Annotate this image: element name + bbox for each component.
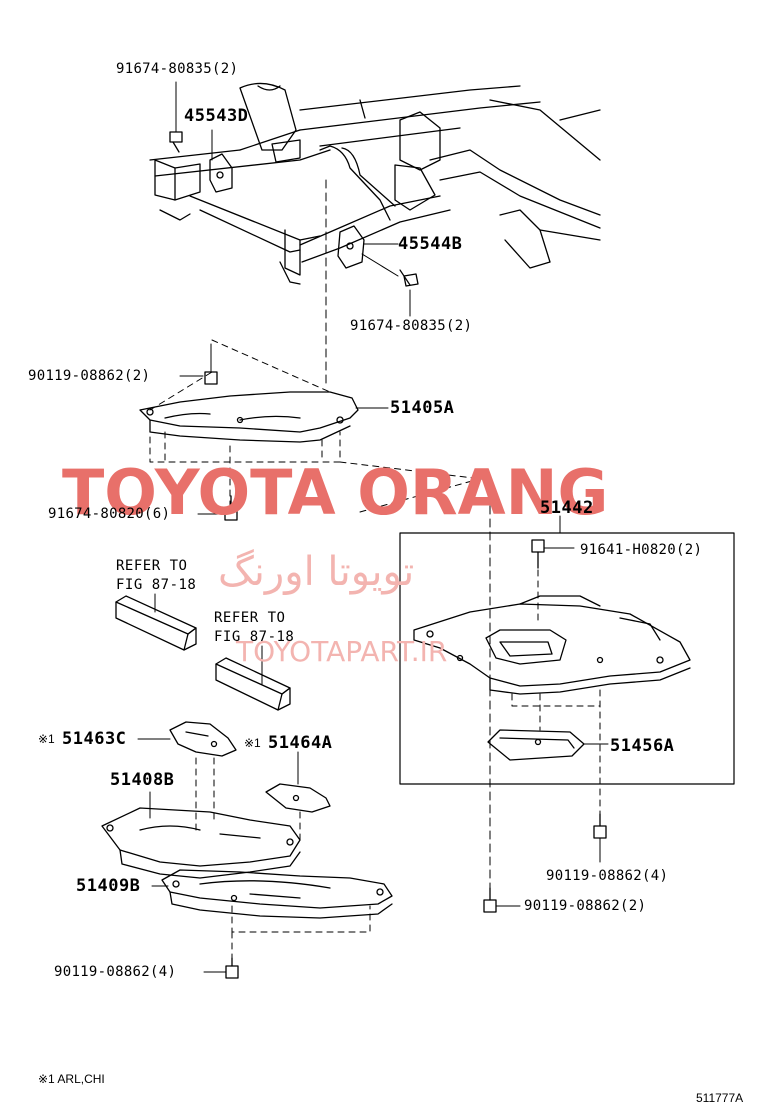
bolt-91674-80820 bbox=[224, 495, 238, 521]
label-bolt-h: 91641-H0820(2) bbox=[580, 542, 703, 558]
refer-1-line2: FIG 87-18 bbox=[116, 577, 197, 593]
label-bolt-right4: 90119-08862(4) bbox=[546, 868, 669, 884]
assembly-box-51442 bbox=[399, 532, 735, 785]
refer-1-line1: REFER TO bbox=[116, 558, 188, 574]
mark-51463c: ※1 bbox=[38, 732, 55, 746]
label-51409b: 51409B bbox=[76, 876, 141, 896]
refer-2-line1: REFER TO bbox=[214, 610, 286, 626]
frame-bolts bbox=[169, 81, 419, 287]
label-51405a: 51405A bbox=[390, 398, 455, 418]
figure-code: 511777A bbox=[696, 1091, 744, 1105]
cover-51405a-drawing bbox=[139, 391, 359, 443]
refer-block-1 bbox=[115, 593, 197, 651]
footnote: ※1 ARL,CHI bbox=[38, 1072, 105, 1086]
label-51463c: 51463C bbox=[62, 729, 127, 749]
cover-51409b-drawing bbox=[151, 869, 393, 919]
mid-leader-lines bbox=[179, 375, 389, 515]
refer-block-2 bbox=[215, 645, 291, 711]
cover-51408b-drawing bbox=[101, 791, 301, 879]
bolt-90119-top bbox=[204, 343, 218, 385]
lower-dashes-bottom bbox=[231, 905, 371, 961]
bolt-91641 bbox=[531, 539, 575, 569]
label-51408b: 51408B bbox=[110, 770, 175, 790]
watermark-site: TOYOTAPART.IR bbox=[236, 635, 448, 668]
label-51464a: 51464A bbox=[268, 733, 333, 753]
label-51442: 51442 bbox=[540, 498, 594, 518]
cover-51463c-drawing bbox=[137, 721, 237, 757]
watermark-brand: TOYOTA ORANG bbox=[62, 456, 609, 529]
label-bolt-bottom4: 90119-08862(4) bbox=[54, 964, 177, 980]
label-45544b: 45544B bbox=[398, 234, 463, 254]
label-bolt-mid: 91674-80835(2) bbox=[350, 318, 473, 334]
cover-51405a-dashes bbox=[149, 339, 491, 513]
cover-51456a-drawing bbox=[487, 729, 609, 761]
vehicle-frame-drawing bbox=[149, 82, 601, 285]
label-51456a: 51456A bbox=[610, 736, 675, 756]
dashes-51456a bbox=[511, 689, 601, 821]
refer-2-line2: FIG 87-18 bbox=[214, 629, 295, 645]
cover-51464a-drawing bbox=[265, 751, 331, 813]
label-bolt-six: 91674-80820(6) bbox=[48, 506, 171, 522]
lower-dashes-upper bbox=[195, 757, 301, 841]
mark-51464a: ※1 bbox=[244, 736, 261, 750]
bolt-90119-bottom bbox=[203, 957, 239, 979]
top-leader-lines bbox=[211, 129, 411, 317]
label-45543d: 45543D bbox=[184, 106, 249, 126]
bolt-90119-center bbox=[483, 887, 521, 913]
label-bolt-top: 91674-80835(2) bbox=[116, 61, 239, 77]
label-bolt-center2: 90119-08862(2) bbox=[524, 898, 647, 914]
cover-51442-drawing bbox=[413, 595, 691, 695]
watermark-persian: تویوتا اورنگ bbox=[218, 549, 415, 595]
label-bolt-left: 90119-08862(2) bbox=[28, 368, 151, 384]
bolt-90119-right bbox=[593, 813, 607, 863]
